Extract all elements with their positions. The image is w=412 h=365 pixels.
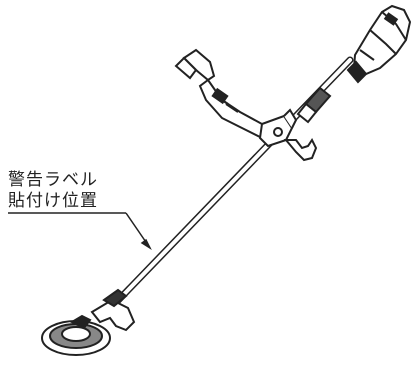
warning-label-text-line-1: 警告ラベル (8, 170, 98, 190)
handle-bar (174, 48, 318, 162)
warning-label-text-line-2: 貼付け位置 (8, 191, 98, 211)
leader-line (8, 212, 152, 251)
rear-grip (296, 86, 332, 124)
motor-housing (346, 4, 412, 84)
cutter-head (41, 288, 136, 356)
